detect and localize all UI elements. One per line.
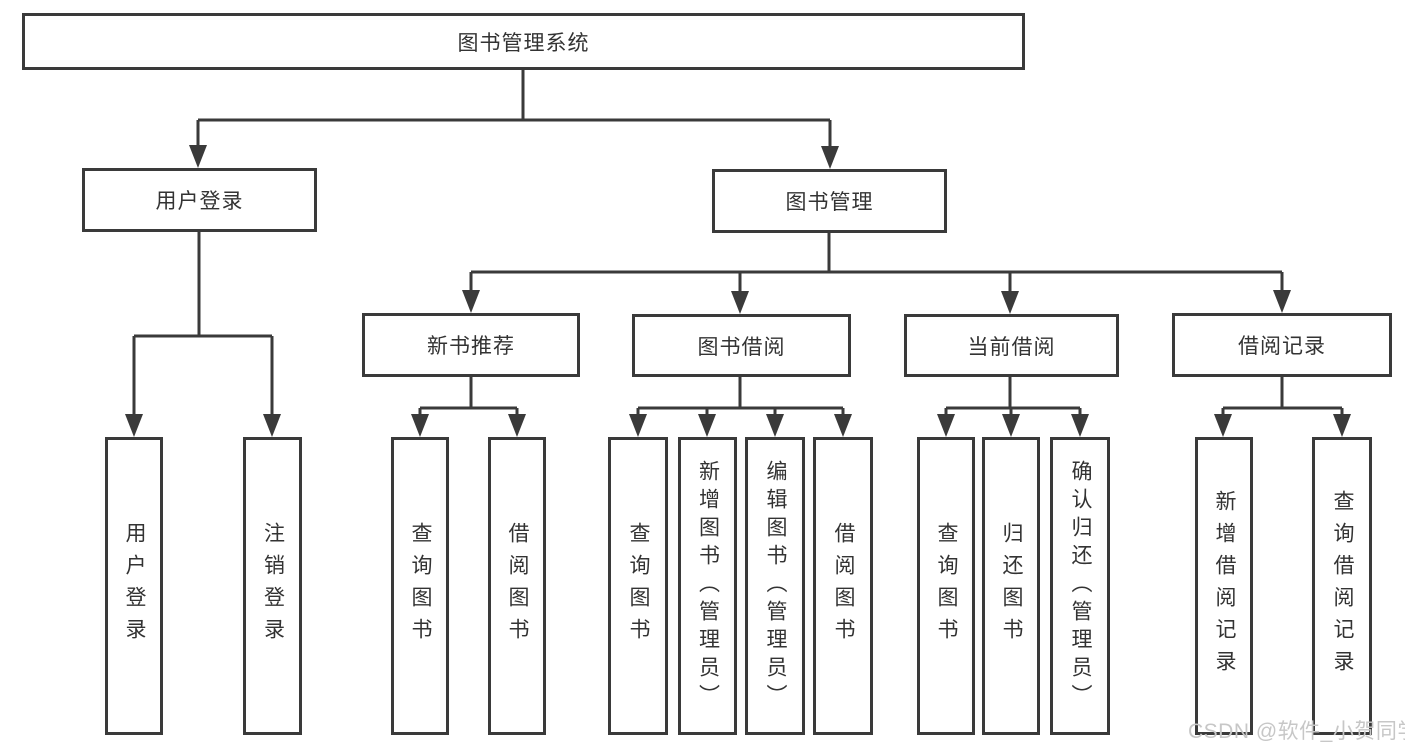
arrowheads	[125, 145, 1351, 437]
leaf-borrow-books-recommend: 借阅图书	[488, 437, 546, 735]
node-book-management: 图书管理	[712, 169, 947, 233]
leaf-logout: 注销登录	[243, 437, 302, 735]
node-new-book-recommend: 新书推荐	[362, 313, 580, 377]
node-borrowing-records: 借阅记录	[1172, 313, 1392, 377]
node-library-system: 图书管理系统	[22, 13, 1025, 70]
node-user-login: 用户登录	[82, 168, 317, 232]
leaf-query-books-recommend: 查询图书	[391, 437, 449, 735]
leaf-query-books-current: 查询图书	[917, 437, 975, 735]
leaf-confirm-return-admin: 确认归还（管理员）	[1050, 437, 1110, 735]
node-book-borrowing: 图书借阅	[632, 314, 851, 377]
csdn-watermark: CSDN @软件_小贺同学	[1188, 720, 1405, 743]
leaf-query-books-borrowing: 查询图书	[608, 437, 668, 735]
leaf-return-books: 归还图书	[982, 437, 1040, 735]
leaf-user-login: 用户登录	[105, 437, 163, 735]
leaf-query-borrow-record: 查询借阅记录	[1312, 437, 1372, 735]
leaf-borrow-books-borrowing: 借阅图书	[813, 437, 873, 735]
leaf-add-book-admin: 新增图书（管理员）	[678, 437, 737, 735]
leaf-add-borrow-record: 新增借阅记录	[1195, 437, 1253, 735]
leaf-edit-book-admin: 编辑图书（管理员）	[745, 437, 805, 735]
node-current-borrowing: 当前借阅	[904, 314, 1119, 377]
